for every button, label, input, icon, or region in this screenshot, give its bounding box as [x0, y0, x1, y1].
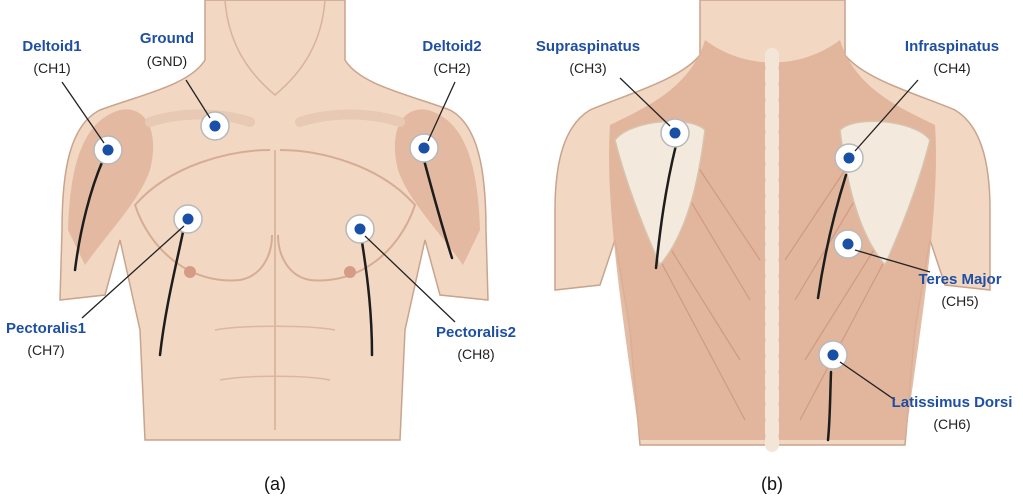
label-latissimus-dorsi-name: Latissimus Dorsi: [892, 394, 1013, 411]
label-infraspinatus-name: Infraspinatus: [905, 38, 999, 55]
label-latissimus-dorsi-channel: (CH6): [933, 416, 970, 432]
right-nipple: [344, 266, 356, 278]
label-supraspinatus-channel: (CH3): [569, 60, 606, 76]
caption-panel-b: (b): [761, 474, 783, 494]
label-infraspinatus-channel: (CH4): [933, 60, 970, 76]
label-deltoid2-name: Deltoid2: [422, 38, 481, 55]
label-pectoralis1-name: Pectoralis1: [6, 320, 86, 337]
label-deltoid1-name: Deltoid1: [22, 38, 81, 55]
panel-b-back-torso: [555, 0, 990, 445]
label-ground-channel: (GND): [147, 53, 187, 69]
label-supraspinatus-name: Supraspinatus: [536, 38, 640, 55]
panel-a-front-torso: [60, 0, 488, 440]
label-deltoid1-channel: (CH1): [33, 60, 70, 76]
front-torso-body: [60, 0, 488, 440]
label-ground-name: Ground: [140, 30, 194, 47]
electrode-deltoid2: [410, 134, 438, 162]
label-pectoralis2-name: Pectoralis2: [436, 324, 516, 341]
electrode-pectoralis2: [346, 215, 374, 243]
label-pectoralis2-channel: (CH8): [457, 346, 494, 362]
electrode-latissimus-dorsi: [819, 341, 847, 369]
electrode-supraspinatus: [661, 119, 689, 147]
label-teres-major-channel: (CH5): [941, 293, 978, 309]
left-nipple: [184, 266, 196, 278]
label-deltoid2-channel: (CH2): [433, 60, 470, 76]
electrode-teres-major: [834, 230, 862, 258]
electrode-infraspinatus: [835, 144, 863, 172]
electrode-ground: [201, 112, 229, 140]
caption-panel-a: (a): [264, 474, 286, 494]
label-pectoralis1-channel: (CH7): [27, 342, 64, 358]
label-teres-major-name: Teres Major: [918, 271, 1001, 288]
electrode-pectoralis1: [174, 205, 202, 233]
electrode-deltoid1: [94, 136, 122, 164]
